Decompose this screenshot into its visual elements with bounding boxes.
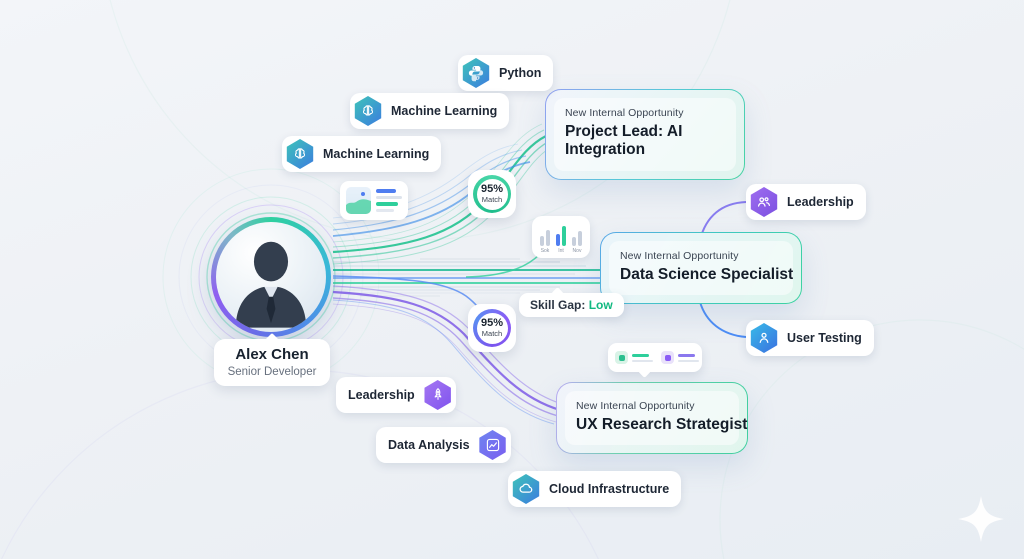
skill-label: Leadership	[348, 388, 415, 402]
skill-badge-cloud-infrastructure[interactable]: Cloud Infrastructure	[508, 471, 682, 507]
line-chart-icon	[479, 430, 506, 460]
skill-label: Machine Learning	[323, 147, 430, 161]
green-chip-icon	[615, 351, 628, 364]
comparison-tooltip	[608, 343, 702, 378]
skill-label: Data Analysis	[388, 438, 470, 452]
skill-gap-value: Low	[588, 298, 613, 312]
opportunity-card-project-lead[interactable]: New Internal Opportunity Project Lead: A…	[545, 89, 745, 180]
opportunity-kicker: New Internal Opportunity	[565, 107, 684, 119]
skill-badge-machine-learning-1[interactable]: Machine Learning	[350, 93, 510, 129]
team-icon	[750, 187, 778, 217]
leadership-rocket-icon	[424, 380, 451, 410]
match-ring: 95% Match	[473, 309, 511, 347]
opportunity-title: UX Research Strategist	[576, 416, 748, 433]
brain-icon	[354, 96, 382, 126]
match-caption: Match	[481, 329, 503, 339]
purple-chip-icon	[661, 351, 674, 364]
area-chart-thumb-icon	[346, 187, 371, 214]
skill-badge-data-analysis[interactable]: Data Analysis	[376, 427, 511, 463]
opportunity-card-ux-research[interactable]: New Internal Opportunity UX Research Str…	[556, 382, 748, 454]
skill-badge-machine-learning-2[interactable]: Machine Learning	[282, 136, 442, 172]
mini-report-card	[340, 181, 408, 220]
skill-gap-label[interactable]: Skill Gap: Low	[519, 287, 624, 317]
user-icon	[750, 323, 778, 353]
python-icon	[462, 58, 490, 88]
brain-icon	[286, 139, 314, 169]
match-badge-purple[interactable]: 95% Match	[468, 304, 516, 352]
skill-badge-leadership-left[interactable]: Leadership	[336, 377, 456, 413]
opportunity-card-data-science[interactable]: New Internal Opportunity Data Science Sp…	[600, 232, 802, 304]
skill-gap-text: Skill Gap:	[530, 298, 586, 312]
match-value: 95%	[480, 183, 504, 196]
skill-badge-python[interactable]: Python	[458, 55, 554, 91]
cloud-icon	[512, 474, 540, 504]
thumb-text-lines	[376, 189, 402, 212]
opportunity-kicker: New Internal Opportunity	[620, 250, 739, 262]
match-ring: 95% Match	[473, 175, 511, 213]
sparkle-icon	[958, 496, 1004, 542]
skill-label: Cloud Infrastructure	[549, 482, 670, 496]
person-title: Senior Developer	[227, 366, 317, 378]
avatar-silhouette	[216, 222, 326, 332]
match-caption: Match	[481, 195, 503, 205]
opportunity-title: Project Lead: AI Integration	[565, 123, 683, 159]
opportunity-title: Data Science Specialist	[620, 266, 794, 283]
opportunity-kicker: New Internal Opportunity	[576, 400, 695, 412]
skill-badge-leadership-right[interactable]: Leadership	[746, 184, 866, 220]
match-value: 95%	[480, 317, 504, 330]
tooltip-item-green	[615, 351, 653, 364]
skill-badge-user-testing[interactable]: User Testing	[746, 320, 874, 356]
match-badge-green[interactable]: 95% Match	[468, 170, 516, 218]
avatar[interactable]	[211, 217, 331, 337]
skill-label: User Testing	[787, 331, 862, 345]
tooltip-item-purple	[661, 351, 699, 364]
skill-label: Machine Learning	[391, 104, 498, 118]
person-name: Alex Chen	[235, 346, 309, 363]
skill-label: Python	[499, 66, 542, 80]
person-card: Alex Chen Senior Developer	[214, 332, 330, 386]
skill-label: Leadership	[787, 195, 854, 209]
